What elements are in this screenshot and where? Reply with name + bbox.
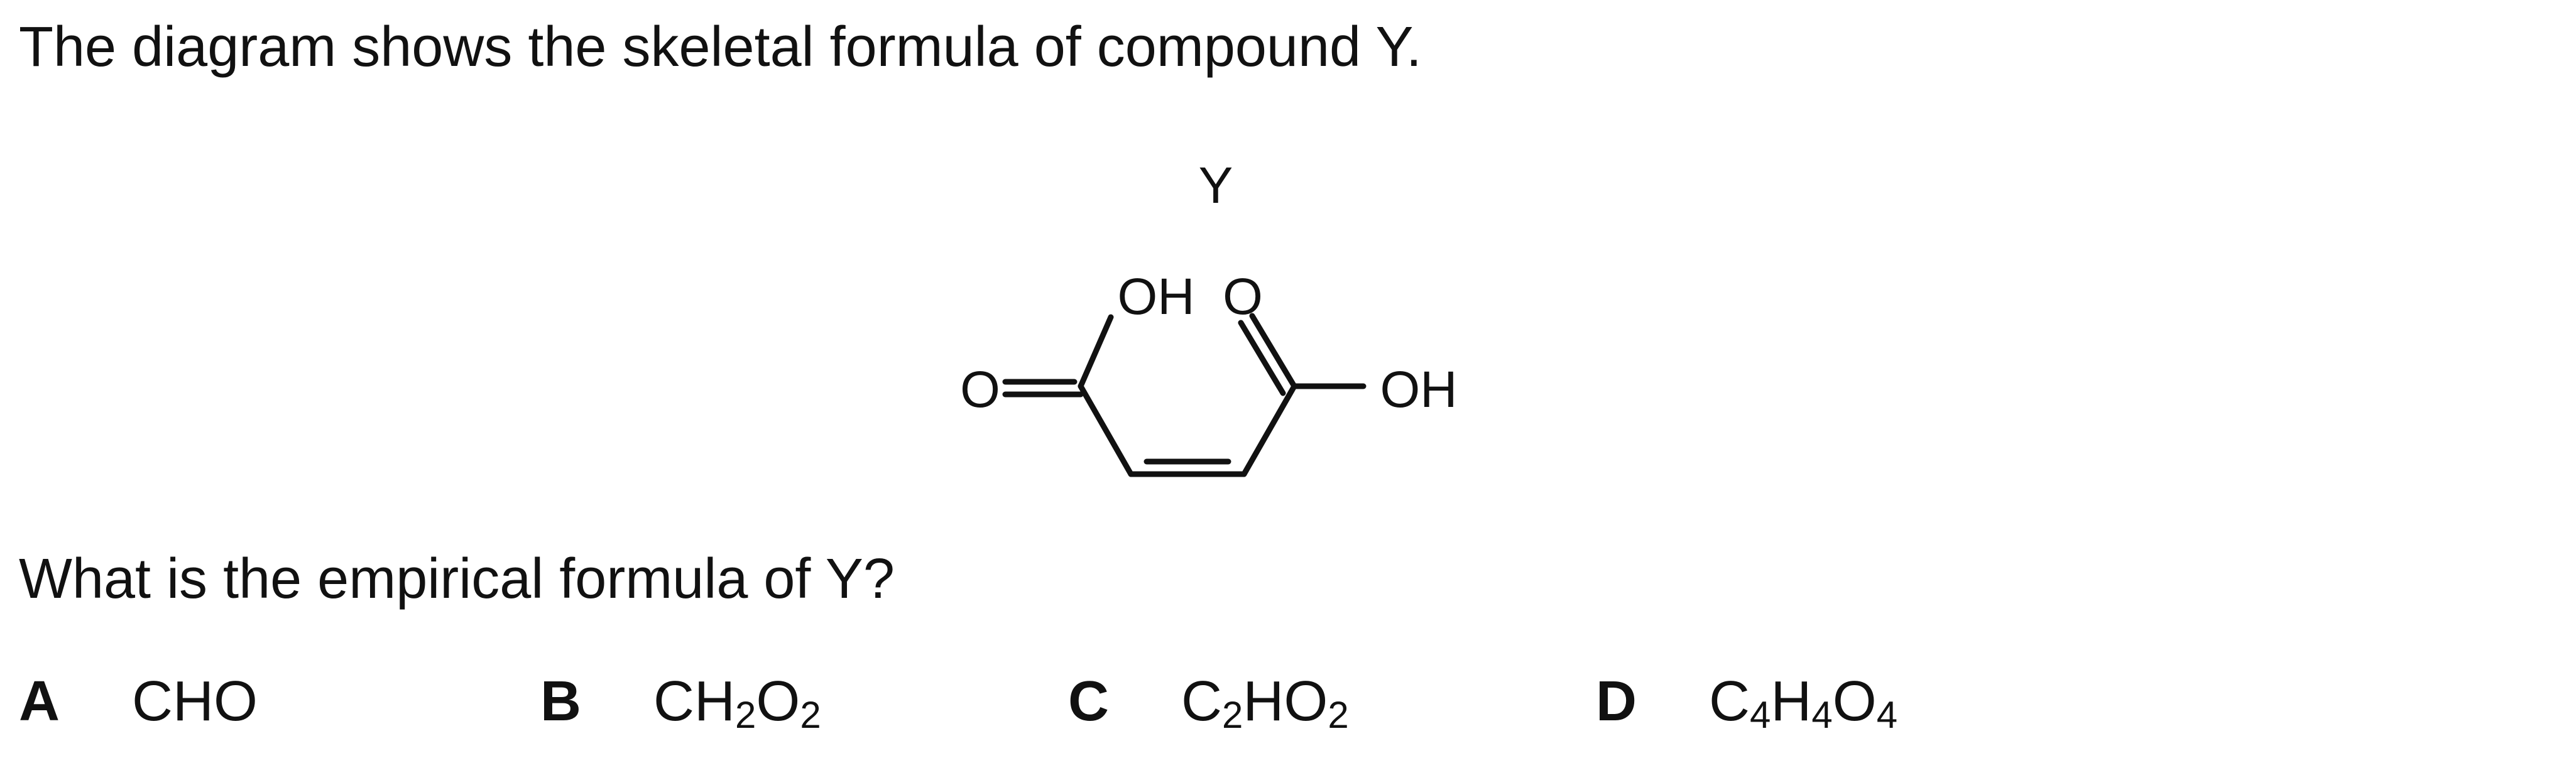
- formula-text: C: [1709, 670, 1750, 733]
- option-a-letter: A: [19, 670, 60, 733]
- atom-o-left: O: [960, 361, 1000, 418]
- formula-text: O: [756, 670, 800, 733]
- formula-text: HO: [1243, 670, 1328, 733]
- bond-c4-o-top-double: [1238, 320, 1286, 396]
- formula-subscript: 4: [1876, 694, 1898, 736]
- atom-oh-right: OH: [1380, 361, 1458, 418]
- formula-text: CH: [653, 670, 735, 733]
- atom-o-top: O: [1223, 268, 1263, 325]
- bond-c3-c4: [1241, 383, 1297, 477]
- option-d-formula: C4H4O4: [1709, 670, 1897, 734]
- compound-label: Y: [1199, 157, 1233, 214]
- atom-oh-top: OH: [1118, 268, 1195, 325]
- option-a-formula: CHO: [132, 673, 258, 730]
- formula-subscript: 4: [1811, 694, 1833, 736]
- formula-text: C: [1181, 670, 1222, 733]
- bond-c4-o-top: [1249, 313, 1297, 389]
- option-c-formula: C2HO2: [1181, 670, 1349, 734]
- formula-subscript: 2: [1328, 694, 1349, 736]
- formula-subscript: 2: [735, 694, 756, 736]
- question-stem: The diagram shows the skeletal formula o…: [19, 16, 1422, 78]
- formula-subscript: 2: [800, 694, 821, 736]
- formula-text: CHO: [132, 670, 258, 733]
- option-b-letter: B: [540, 670, 581, 733]
- formula-text: O: [1832, 670, 1877, 733]
- formula-subscript: 2: [1222, 694, 1243, 736]
- option-c-letter: C: [1068, 670, 1109, 733]
- option-d-letter: D: [1596, 670, 1637, 733]
- bond-c1-c2: [1078, 383, 1134, 477]
- formula-text: H: [1771, 670, 1812, 733]
- question-text: What is the empirical formula of Y?: [19, 548, 895, 610]
- bond-c1-oh: [1078, 314, 1114, 389]
- skeletal-formula-diagram: Y OH O O OH: [930, 138, 1495, 528]
- formula-subscript: 4: [1750, 694, 1771, 736]
- option-b-formula: CH2O2: [653, 670, 821, 734]
